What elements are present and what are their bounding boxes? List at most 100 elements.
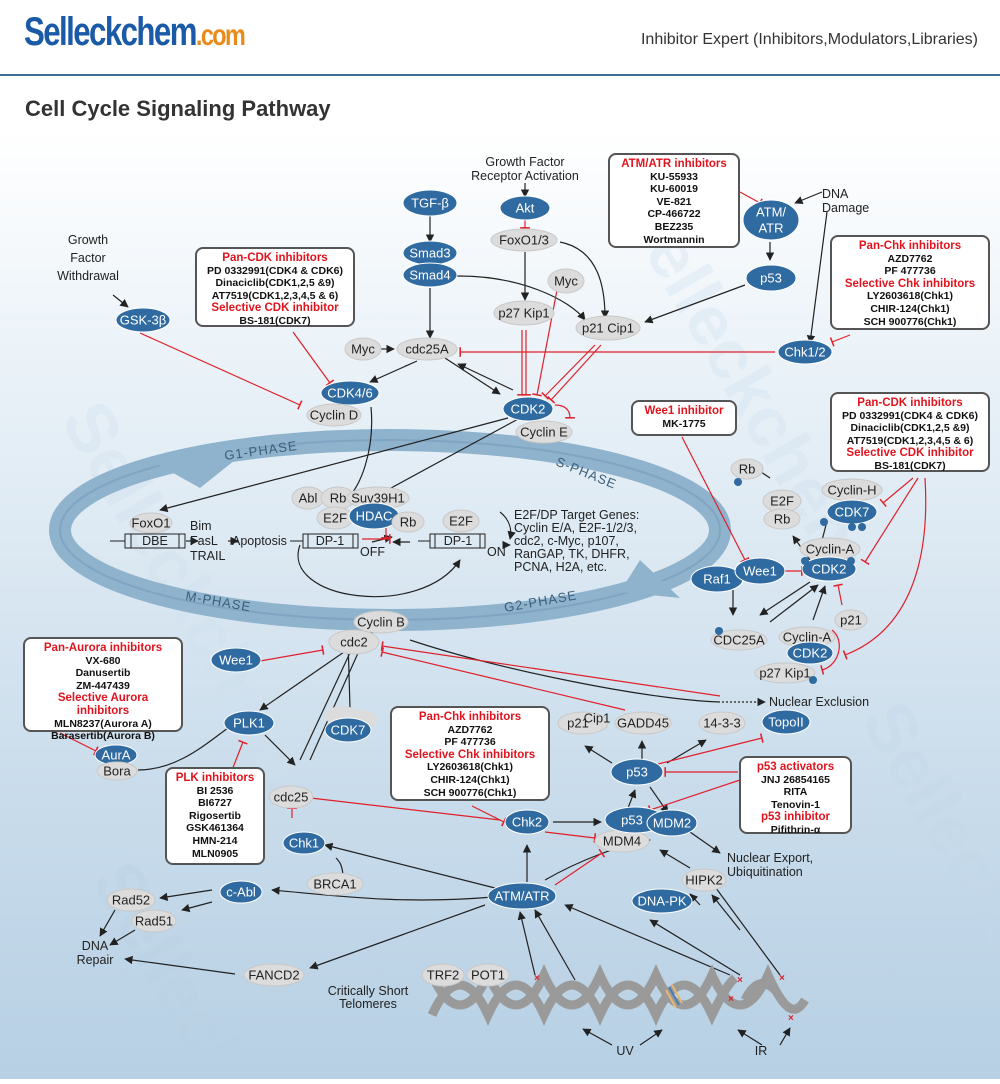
node-chk1[interactable]: Chk1: [282, 831, 326, 855]
node-fancd2[interactable]: FANCD2: [243, 963, 305, 987]
inhibitor-item[interactable]: PF 477736: [884, 265, 936, 278]
node-mdm2[interactable]: MDM2: [646, 809, 698, 837]
inhibitor-item[interactable]: LY2603618(Chk1): [867, 290, 953, 303]
inhibitor-item[interactable]: JNJ 26854165: [761, 773, 830, 786]
node-rb-b[interactable]: Rb: [391, 511, 425, 533]
node-cdc25[interactable]: cdc25: [268, 785, 314, 809]
inhibitor-item[interactable]: SCH 900776(Chk1): [423, 786, 517, 799]
node-rad51[interactable]: Rad51: [131, 909, 177, 933]
inhibitor-item[interactable]: AT7519(CDK1,2,3,4,5 & 6): [211, 289, 339, 302]
node-rb-p[interactable]: Rb: [730, 458, 764, 480]
inhibitor-item[interactable]: HMN-214: [192, 834, 238, 847]
node-smad4[interactable]: Smad4: [402, 262, 458, 288]
node-cyclin-a2[interactable]: Cyclin-A: [778, 626, 836, 648]
inhibitor-item[interactable]: CHIR-124(Chk1): [870, 302, 950, 315]
inhibitor-item[interactable]: BI 2536: [196, 784, 234, 797]
inhibitor-item[interactable]: MLN0905: [191, 847, 239, 860]
inhibitor-box-atm-atr[interactable]: ATM/ATR inhibitors KU-55933 KU-60019 VE-…: [608, 153, 740, 248]
node-trf2[interactable]: TRF2: [421, 963, 465, 987]
node-suv39h1[interactable]: Suv39H1: [346, 486, 410, 510]
node-p21-right[interactable]: p21: [834, 609, 868, 631]
inhibitor-item[interactable]: PD 0332991(CDK4 & CDK6): [842, 409, 978, 422]
inhibitor-item[interactable]: AZD7762: [447, 723, 493, 736]
node-hipk2[interactable]: HIPK2: [681, 868, 727, 892]
inhibitor-item[interactable]: Dinaciclib(CDK1,2,5 &9): [850, 422, 970, 435]
inhibitor-item[interactable]: GSK461364: [186, 822, 244, 835]
inhibitor-item[interactable]: VX-680: [85, 654, 121, 667]
node-atm-atr-low[interactable]: ATM/ATR: [487, 882, 557, 910]
node-foxo1[interactable]: FoxO1: [129, 512, 173, 534]
node-abl[interactable]: Abl: [291, 486, 325, 510]
node-plk1[interactable]: PLK1: [223, 710, 275, 736]
node-chk2[interactable]: Chk2: [504, 809, 550, 835]
node-foxo13[interactable]: FoxO1/3: [490, 228, 558, 252]
node-brca1[interactable]: BRCA1: [306, 872, 364, 896]
inhibitor-box-pan-cdk-left[interactable]: Pan-CDK inhibitors PD 0332991(CDK4 & CDK…: [195, 247, 355, 327]
node-cdk7-left[interactable]: CDK7: [324, 706, 377, 743]
inhibitor-item[interactable]: LY2603618(Chk1): [427, 761, 513, 774]
node-cyclin-a[interactable]: Cyclin-A: [799, 537, 861, 561]
node-cdk2-top[interactable]: CDK2: [502, 396, 554, 422]
node-topoii[interactable]: TopoII: [761, 709, 811, 735]
node-bora[interactable]: Bora: [96, 761, 138, 781]
node-cdc25a-right[interactable]: CDC25A: [710, 629, 768, 651]
node-cyclin-h[interactable]: Cyclin-H: [821, 478, 883, 502]
node-aura[interactable]: AurA: [94, 744, 138, 766]
node-cyclin-e[interactable]: Cyclin E: [515, 420, 573, 444]
node-raf1[interactable]: Raf1: [690, 565, 744, 593]
inhibitor-box-pan-chk-top[interactable]: Pan-Chk inhibitors AZD7762 PF 477736 Sel…: [830, 235, 990, 330]
inhibitor-item[interactable]: VE-821: [656, 195, 692, 208]
node-akt[interactable]: Akt: [499, 195, 551, 221]
node-rad52[interactable]: Rad52: [106, 888, 156, 912]
inhibitor-item[interactable]: BS-181(CDK7): [239, 314, 311, 327]
inhibitor-box-p53[interactable]: p53 activators JNJ 26854165 RITA Tenovin…: [739, 756, 852, 836]
inhibitor-item[interactable]: Wortmannin: [643, 233, 705, 246]
inhibitor-item[interactable]: SCH 900776(Chk1): [863, 315, 957, 328]
inhibitor-item[interactable]: Danusertib: [75, 667, 131, 680]
inhibitor-item[interactable]: Barasertib(Aurora B): [51, 730, 155, 743]
inhibitor-item[interactable]: CHIR-124(Chk1): [430, 773, 510, 786]
node-hdac[interactable]: HDAC: [348, 502, 400, 530]
inhibitor-box-wee1[interactable]: Wee1 inhibitor MK-1775: [631, 400, 737, 436]
inhibitor-item[interactable]: BEZ235: [654, 220, 694, 233]
inhibitor-item[interactable]: Pifithrin-α: [770, 823, 821, 836]
node-p21cip1-top[interactable]: p21 Cip1: [575, 315, 641, 341]
inhibitor-item[interactable]: AT7519(CDK1,2,3,4,5 & 6): [846, 434, 974, 447]
inhibitor-item[interactable]: CP-466722: [647, 208, 701, 221]
node-chk12[interactable]: Chk1/2: [777, 339, 833, 365]
inhibitor-item[interactable]: KU-55933: [650, 170, 698, 183]
node-rb-c[interactable]: Rb: [763, 508, 801, 530]
node-gsk3b[interactable]: GSK-3β: [115, 307, 171, 333]
node-smad3[interactable]: Smad3: [402, 240, 458, 266]
inhibitor-item[interactable]: RITA: [783, 786, 808, 799]
inhibitor-item[interactable]: PF 477736: [444, 736, 496, 749]
inhibitor-item[interactable]: MLN8237(Aurora A): [54, 717, 152, 730]
node-e2f-c[interactable]: E2F: [762, 489, 802, 513]
node-cdc25a[interactable]: cdc25A: [396, 337, 458, 361]
selleckchem-logo[interactable]: Selleckchem.com: [24, 10, 246, 55]
inhibitor-item[interactable]: MK-1775: [662, 417, 706, 430]
inhibitor-item[interactable]: ZM-447439: [76, 679, 130, 692]
inhibitor-item[interactable]: Dinaciclib(CDK1,2,5 &9): [215, 277, 335, 290]
inhibitor-box-plk[interactable]: PLK inhibitors BI 2536 BI6727 Rigosertib…: [165, 767, 265, 865]
inhibitor-item[interactable]: Rigosertib: [189, 809, 241, 822]
node-myc[interactable]: Myc: [344, 337, 382, 361]
node-cdk2-mid[interactable]: CDK2: [801, 556, 857, 582]
inhibitor-item[interactable]: Tenovin-1: [771, 798, 820, 811]
node-e2f-a[interactable]: E2F: [316, 506, 354, 530]
inhibitor-item[interactable]: AZD7762: [887, 252, 933, 265]
node-14-3-3[interactable]: 14-3-3: [698, 711, 746, 735]
inhibitor-item[interactable]: KU-60019: [650, 183, 698, 196]
node-c-abl[interactable]: c-Abl: [219, 880, 263, 904]
inhibitor-box-pan-cdk-right[interactable]: Pan-CDK inhibitors PD 0332991(CDK4 & CDK…: [830, 392, 990, 472]
node-wee1-left[interactable]: Wee1: [210, 647, 262, 673]
inhibitor-item[interactable]: BS-181(CDK7): [874, 459, 946, 472]
node-p53-mid[interactable]: p53: [610, 758, 664, 786]
node-dna-pk[interactable]: DNA-PK: [631, 888, 693, 914]
node-p27kip1-right[interactable]: p27 Kip1: [754, 662, 816, 684]
node-gadd45[interactable]: GADD45: [614, 711, 672, 735]
node-mdm4[interactable]: MDM4: [594, 829, 650, 853]
inhibitor-box-pan-chk-low[interactable]: Pan-Chk inhibitors AZD7762 PF 477736 Sel…: [390, 706, 550, 801]
node-cyclin-b[interactable]: Cyclin B: [353, 610, 409, 634]
